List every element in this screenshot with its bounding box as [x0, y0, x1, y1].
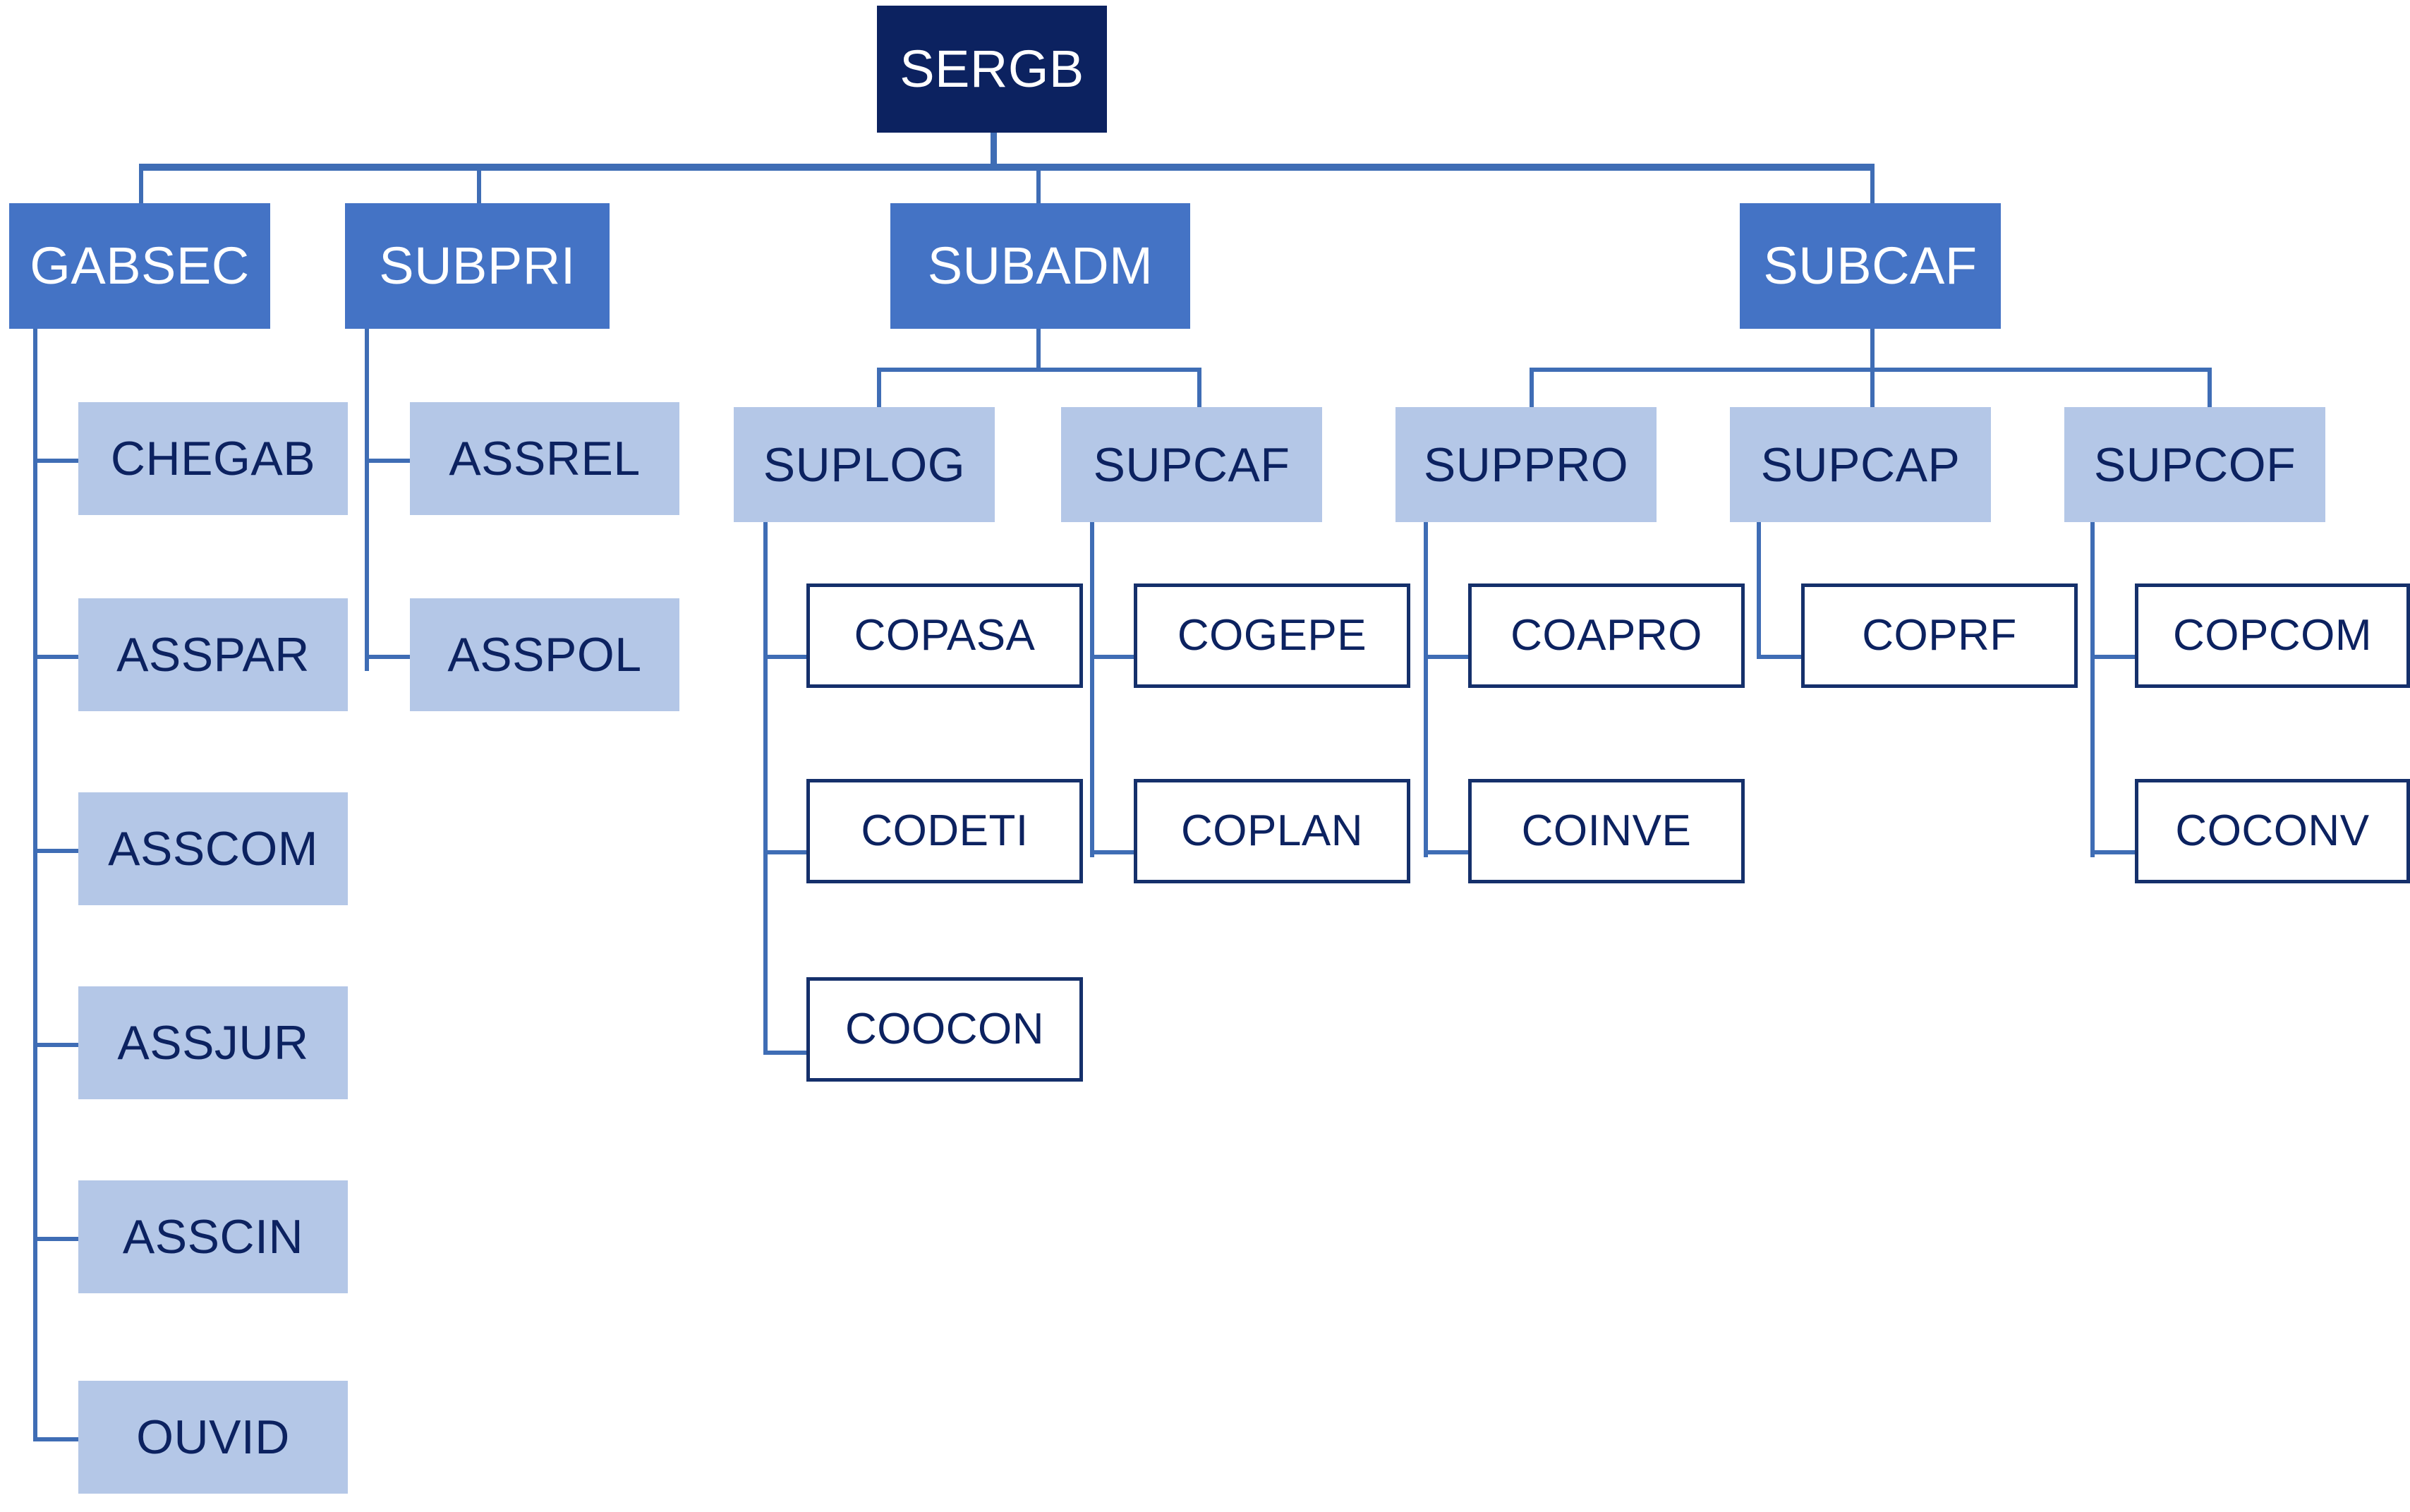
connector-subcaf-to-supcap — [1870, 368, 1875, 409]
connector-subadm-stem — [1036, 329, 1041, 370]
connector-root-bus — [139, 164, 1875, 171]
node-codeti[interactable]: CODETI — [806, 779, 1083, 883]
connector-supcaf-spine — [1090, 522, 1094, 857]
node-coplan[interactable]: COPLAN — [1134, 779, 1410, 883]
connector-gabsec-spine — [33, 329, 37, 1441]
connector-suppro-stub-2 — [1424, 850, 1469, 854]
node-cogepe[interactable]: COGEPE — [1134, 583, 1410, 688]
node-asspol[interactable]: ASSPOL — [410, 598, 679, 711]
connector-suppro-spine — [1424, 522, 1428, 857]
node-suppro[interactable]: SUPPRO — [1395, 407, 1657, 522]
node-asspar[interactable]: ASSPAR — [78, 598, 348, 711]
connector-gabsec-stub-4 — [33, 1043, 78, 1047]
connector-supcof-stub-1 — [2090, 655, 2136, 659]
connector-gabsec-stub-6 — [33, 1437, 78, 1441]
node-copasa[interactable]: COPASA — [806, 583, 1083, 688]
node-coocon[interactable]: COOCON — [806, 977, 1083, 1082]
node-supcaf[interactable]: SUPCAF — [1061, 407, 1322, 522]
connector-gabsec-stub-3 — [33, 849, 78, 853]
connector-subadm-bus — [877, 368, 1201, 372]
connector-supcaf-stub-1 — [1090, 655, 1135, 659]
node-coprf[interactable]: COPRF — [1801, 583, 2078, 688]
connector-supcof-stub-2 — [2090, 850, 2136, 854]
connector-supcap-stub-1 — [1757, 655, 1802, 659]
connector-suplog-spine — [763, 522, 768, 1055]
node-subcaf[interactable]: SUBCAF — [1740, 203, 2001, 329]
node-coinve[interactable]: COINVE — [1468, 779, 1745, 883]
connector-gabsec-stub-5 — [33, 1237, 78, 1241]
connector-supcof-spine — [2090, 522, 2095, 857]
connector-supcap-spine — [1757, 522, 1761, 659]
connector-suplog-stub-3 — [763, 1051, 809, 1055]
connector-suppro-stub-1 — [1424, 655, 1469, 659]
node-assrel[interactable]: ASSREL — [410, 402, 679, 515]
connector-root-stem — [991, 133, 997, 169]
connector-subpri-spine — [365, 329, 369, 671]
connector-root-to-subadm — [1036, 167, 1041, 209]
node-ouvid[interactable]: OUVID — [78, 1381, 348, 1494]
node-supcof[interactable]: SUPCOF — [2064, 407, 2325, 522]
node-asscom[interactable]: ASSCOM — [78, 792, 348, 905]
node-copcom[interactable]: COPCOM — [2135, 583, 2410, 688]
connector-subcaf-to-supcof — [2208, 368, 2212, 409]
connector-suplog-stub-2 — [763, 850, 809, 854]
node-sergb[interactable]: SERGB — [877, 6, 1107, 133]
node-assjur[interactable]: ASSJUR — [78, 986, 348, 1099]
node-coapro[interactable]: COAPRO — [1468, 583, 1745, 688]
connector-subpri-stub-2 — [365, 655, 410, 659]
node-gabsec[interactable]: GABSEC — [9, 203, 270, 329]
connector-subadm-to-suplog — [877, 368, 881, 409]
connector-subadm-to-supcaf — [1197, 368, 1201, 409]
connector-suplog-stub-1 — [763, 655, 809, 659]
connector-gabsec-stub-1 — [33, 459, 78, 463]
connector-subcaf-to-suppro — [1530, 368, 1534, 409]
node-subadm[interactable]: SUBADM — [890, 203, 1190, 329]
node-subpri[interactable]: SUBPRI — [345, 203, 610, 329]
connector-subpri-stub-1 — [365, 459, 410, 463]
node-coconv[interactable]: COCONV — [2135, 779, 2410, 883]
connector-root-to-subpri — [477, 167, 481, 209]
node-asscin[interactable]: ASSCIN — [78, 1180, 348, 1293]
connector-root-to-gabsec — [139, 167, 143, 209]
connector-subcaf-stem — [1870, 329, 1875, 370]
connector-supcaf-stub-2 — [1090, 850, 1135, 854]
node-suplog[interactable]: SUPLOG — [734, 407, 995, 522]
connector-root-to-subcaf — [1870, 167, 1875, 209]
connector-gabsec-stub-2 — [33, 655, 78, 659]
node-chegab[interactable]: CHEGAB — [78, 402, 348, 515]
node-supcap[interactable]: SUPCAP — [1730, 407, 1991, 522]
